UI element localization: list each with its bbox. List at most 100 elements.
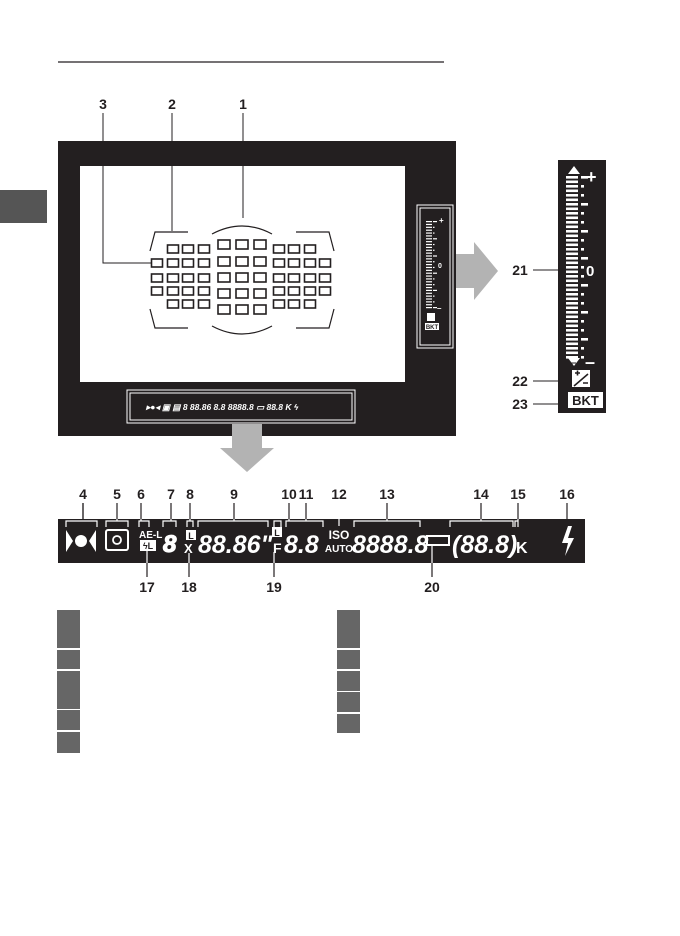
af-point	[197, 258, 211, 268]
scale-tick	[433, 307, 437, 309]
scale-bar	[426, 295, 432, 297]
scale-tick	[433, 301, 435, 303]
callout-1: 1	[239, 96, 247, 112]
scale-bar	[566, 252, 578, 256]
af-point	[253, 272, 267, 283]
flash-ready-icon	[562, 526, 574, 556]
exposure-scale-bars	[566, 176, 588, 359]
arrow-down-icon	[220, 424, 274, 472]
legend-number-cell	[57, 671, 80, 709]
scale-bar	[566, 257, 578, 260]
af-point	[217, 256, 231, 267]
scale-bar	[566, 270, 578, 274]
legend-number-cell	[337, 671, 360, 691]
scale-bar	[566, 279, 578, 283]
scale-bar	[566, 185, 578, 188]
callout-8: 8	[186, 486, 194, 502]
mini-exposure-scale	[426, 221, 437, 309]
af-point	[166, 244, 180, 254]
af-point	[318, 273, 332, 283]
scale-bar	[566, 284, 578, 287]
scale-tick	[581, 248, 584, 251]
af-point	[235, 304, 249, 315]
scale-tick	[433, 243, 435, 246]
af-point	[197, 286, 211, 296]
scale-bar	[426, 264, 432, 266]
af-point	[235, 239, 249, 250]
scale-bar	[566, 320, 578, 323]
scale-bar	[426, 292, 432, 294]
scale-bar	[426, 223, 432, 226]
scale-bar	[566, 207, 578, 211]
scale-tick	[433, 249, 435, 251]
arrow-right-icon	[456, 242, 498, 300]
callout-2: 2	[168, 96, 176, 112]
callout-20: 20	[424, 579, 440, 595]
scale-bar	[426, 243, 432, 246]
scale-bar	[426, 304, 432, 306]
exposure-panel	[416, 204, 454, 349]
bkt-indicator: BKT	[572, 393, 599, 408]
scale-tick	[581, 239, 584, 242]
scale-bar	[426, 252, 432, 254]
scale-bar	[566, 297, 578, 301]
scale-bar	[426, 238, 432, 240]
scale-bar	[426, 221, 432, 223]
scale-tick	[581, 203, 588, 206]
scale-bar	[426, 258, 432, 260]
scale-tick	[581, 347, 584, 350]
scale-tick	[433, 221, 437, 223]
aperture-f: F	[273, 540, 282, 556]
callout-16: 16	[559, 486, 575, 502]
metering-icon	[105, 529, 129, 551]
af-point	[287, 244, 301, 254]
scale-bar	[566, 315, 578, 319]
callout-14: 14	[473, 486, 489, 502]
scale-tick	[433, 272, 437, 274]
scale-tick	[581, 320, 584, 323]
legend-number-cell	[337, 692, 360, 712]
mini-zero: 0	[438, 263, 442, 270]
scale-tick	[581, 302, 584, 305]
callout-19: 19	[266, 579, 282, 595]
scale-bar	[566, 342, 578, 346]
scale-bar	[566, 275, 578, 278]
scale-bar	[566, 302, 578, 305]
scale-tick	[581, 212, 584, 215]
flash-sync: X	[184, 541, 193, 556]
callout-5: 5	[113, 486, 121, 502]
side-tab	[0, 190, 47, 223]
scale-bar	[426, 246, 432, 248]
af-point	[303, 299, 317, 309]
scale-tick	[581, 338, 588, 341]
af-point	[217, 272, 231, 283]
scale-bar	[426, 235, 432, 237]
callout-15: 15	[510, 486, 526, 502]
scale-bar	[566, 234, 578, 238]
scale-bar	[426, 286, 432, 289]
scale-tick	[433, 278, 435, 280]
scale-tick	[433, 226, 435, 228]
scale-bar	[426, 261, 432, 263]
af-point	[197, 299, 211, 309]
callout-12: 12	[331, 486, 347, 502]
af-point	[166, 258, 180, 268]
frames-remaining: (88.8)	[452, 531, 517, 559]
scale-bar	[566, 293, 578, 296]
scale-bar	[426, 289, 432, 291]
scale-bar	[426, 266, 432, 269]
mini-minus: –	[437, 304, 442, 313]
scale-plus: +	[586, 167, 597, 187]
scale-bar	[566, 203, 578, 206]
callout-18: 18	[181, 579, 197, 595]
af-point	[253, 288, 267, 299]
scale-bar	[426, 232, 432, 234]
scale-bar	[566, 239, 578, 242]
af-point	[318, 258, 332, 268]
scale-bar	[566, 329, 578, 332]
af-point	[253, 239, 267, 250]
af-point	[197, 244, 211, 254]
af-point	[217, 239, 231, 250]
scale-bar	[566, 338, 578, 341]
